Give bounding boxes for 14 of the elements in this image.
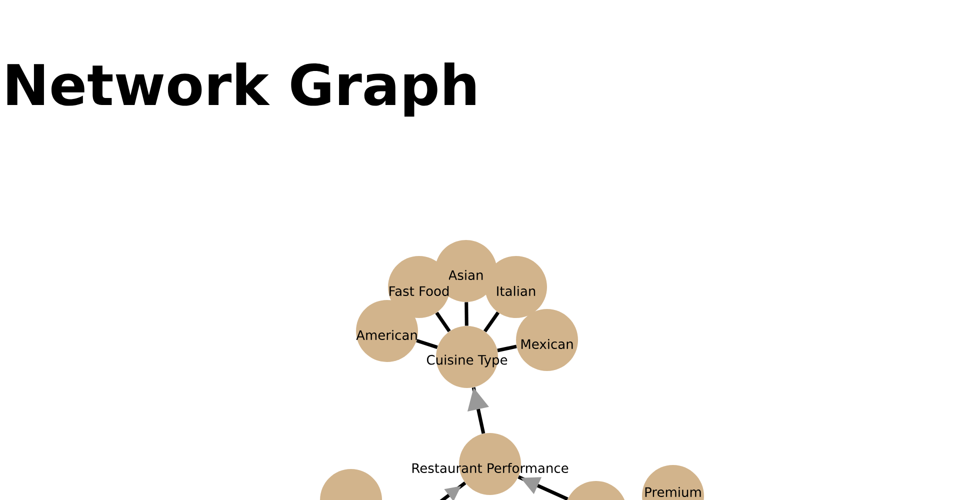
graph-node: Cuisine Type <box>426 326 508 388</box>
graph-node <box>320 468 382 500</box>
graph-node: Premium <box>642 464 704 500</box>
graph-node <box>565 480 627 500</box>
graph-node: Mexican <box>516 308 578 371</box>
graph-node: Italian <box>485 256 547 318</box>
graph-node: American <box>356 300 418 362</box>
node-label: Italian <box>497 286 536 296</box>
arrow <box>438 481 466 500</box>
arrow <box>518 475 568 500</box>
arrow <box>467 387 489 434</box>
graph-node: Restaurant Performance <box>412 432 568 495</box>
node-label: Asian <box>448 270 483 280</box>
title: Network Graph <box>7 62 476 117</box>
